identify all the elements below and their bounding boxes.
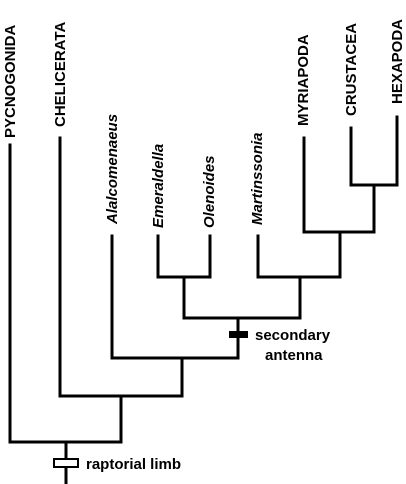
taxon-label-olenoides: Olenoides — [201, 155, 218, 228]
node-crustacea-hexapoda — [349, 183, 399, 234]
raptorial-limb-label: raptorial limb — [86, 456, 181, 473]
taxon-label-hexapoda: HEXAPODA — [389, 19, 406, 104]
node-alalcomenaeus — [110, 356, 240, 398]
taxon-label-alalcomenaeus: Alalcomenaeus — [104, 114, 121, 225]
taxon-label-emeraldella: Emeraldella — [150, 144, 167, 228]
raptorial-limb-marker — [53, 458, 79, 468]
secondary-antenna-marker — [229, 331, 248, 338]
taxon-label-chelicerata: CHELICERATA — [52, 22, 69, 127]
node-chelicerata — [58, 394, 184, 444]
taxon-label-crustacea: CRUSTACEA — [343, 23, 360, 116]
secondary-antenna-label-line2: antenna — [265, 347, 323, 364]
secondary-antenna-label-line1: secondary — [255, 327, 331, 344]
taxon-label-myriapoda: MYRIAPODA — [295, 34, 312, 126]
node-mandibulata — [302, 230, 376, 279]
taxon-label-martinssonia: Martinssonia — [249, 132, 266, 225]
node-emeraldella-olenoides — [156, 275, 212, 320]
node-martinssonia-mandibulata — [256, 275, 342, 320]
taxon-label-pycnogonida: PYCNOGONIDA — [2, 24, 19, 138]
